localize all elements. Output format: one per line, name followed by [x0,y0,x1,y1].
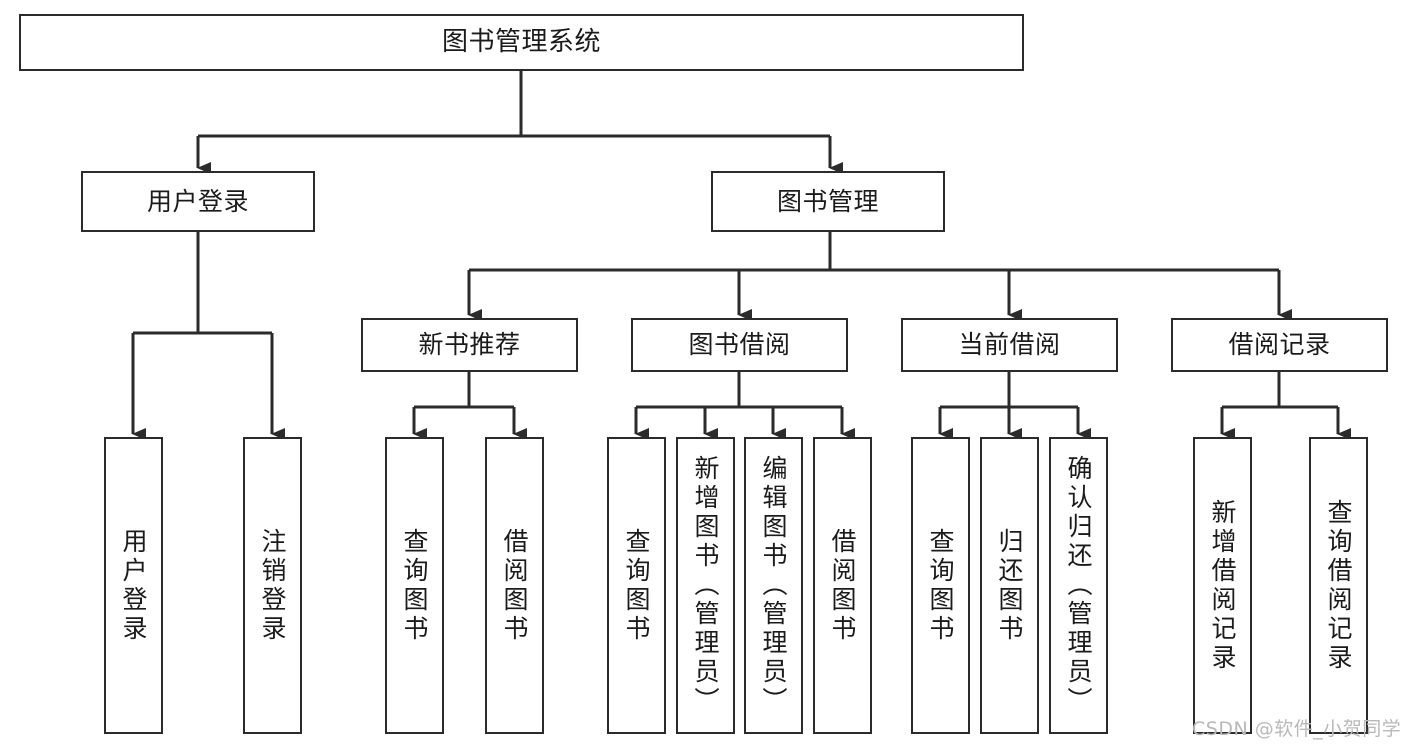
node-root-label: 图书管理系统 [441,26,601,57]
node-leaf-edit-book[interactable]: 编辑图书（管理员） [744,437,803,734]
node-leaf-add-record-label: 新增借阅记录 [1208,498,1237,673]
node-leaf-query-record-label: 查询借阅记录 [1324,498,1353,673]
node-leaf-borrow-book-1-label: 借阅图书 [500,527,529,644]
node-leaf-query-book-3-label: 查询图书 [926,527,955,644]
node-leaf-add-book[interactable]: 新增图书（管理员） [676,437,735,734]
node-borrow-record-label: 借阅记录 [1228,330,1331,359]
node-book-manage-label: 图书管理 [776,186,879,216]
node-leaf-query-book-2-label: 查询图书 [622,527,651,644]
node-leaf-borrow-book-2[interactable]: 借阅图书 [813,437,872,734]
node-leaf-borrow-book-2-label: 借阅图书 [828,527,857,644]
node-leaf-confirm-return-label: 确认归还（管理员） [1064,455,1093,716]
node-root[interactable]: 图书管理系统 [19,14,1024,71]
watermark: CSDN @软件_小贺同学 [1192,718,1402,740]
node-new-book-recommend-label: 新书推荐 [418,330,521,359]
node-leaf-confirm-return[interactable]: 确认归还（管理员） [1049,437,1108,734]
node-leaf-return-book-label: 归还图书 [995,527,1024,644]
node-leaf-user-login-label: 用户登录 [119,527,148,644]
node-current-borrow-label: 当前借阅 [958,330,1061,359]
node-current-borrow[interactable]: 当前借阅 [901,318,1118,372]
node-leaf-return-book[interactable]: 归还图书 [980,437,1039,734]
node-leaf-add-record[interactable]: 新增借阅记录 [1193,437,1252,734]
node-leaf-query-book-1[interactable]: 查询图书 [385,437,444,734]
node-leaf-borrow-book-1[interactable]: 借阅图书 [485,437,544,734]
node-leaf-user-login[interactable]: 用户登录 [104,437,163,734]
node-user-login[interactable]: 用户登录 [81,171,315,232]
node-leaf-query-book-3[interactable]: 查询图书 [911,437,970,734]
node-leaf-user-logout-label: 注销登录 [258,527,287,644]
node-leaf-query-book-2[interactable]: 查询图书 [607,437,666,734]
node-user-login-label: 用户登录 [146,186,249,216]
node-leaf-add-book-label: 新增图书（管理员） [691,455,720,716]
node-book-manage[interactable]: 图书管理 [711,171,945,232]
node-book-borrow-label: 图书借阅 [688,330,791,359]
node-leaf-query-record[interactable]: 查询借阅记录 [1309,437,1368,734]
node-leaf-user-logout[interactable]: 注销登录 [243,437,302,734]
node-borrow-record[interactable]: 借阅记录 [1171,318,1388,372]
node-leaf-edit-book-label: 编辑图书（管理员） [759,455,788,716]
node-leaf-query-book-1-label: 查询图书 [400,527,429,644]
node-book-borrow[interactable]: 图书借阅 [631,318,848,372]
node-new-book-recommend[interactable]: 新书推荐 [361,318,578,372]
